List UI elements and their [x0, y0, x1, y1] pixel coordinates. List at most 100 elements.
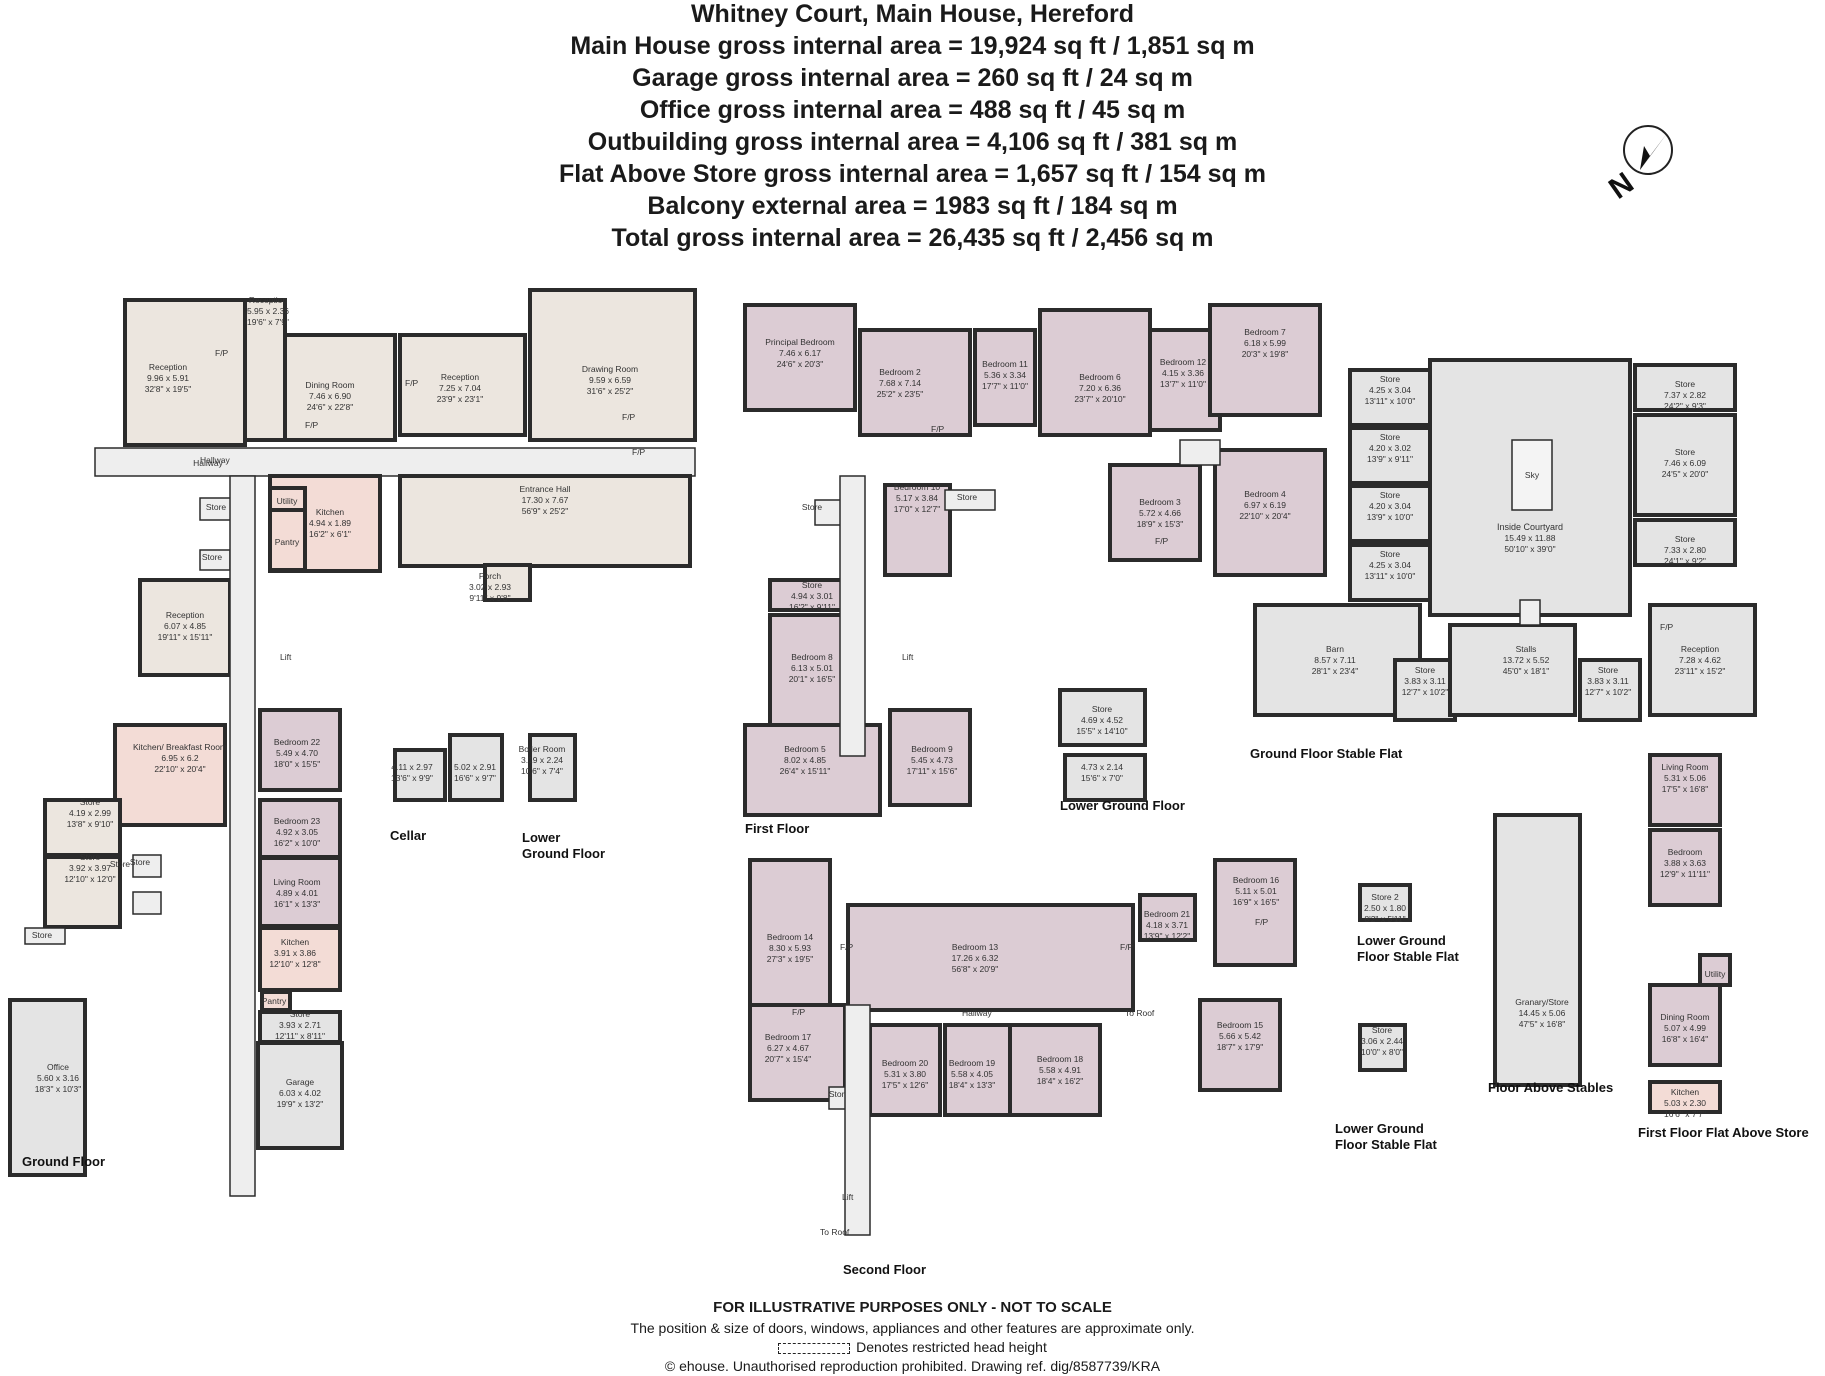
room-store-19: Store	[24, 927, 66, 945]
room-dimension-label: 9'11" x 9'8"	[469, 593, 510, 603]
room-utility-77: Utility	[1698, 953, 1732, 987]
lift-label: Lift	[842, 1192, 854, 1202]
room-dimension-label: 5.60 x 3.16	[37, 1073, 79, 1083]
room-dimension-label: 16'2" x 6'1"	[309, 529, 351, 539]
room-dimension-label: 7.46 x 6.09	[1664, 458, 1706, 468]
room-name-label: Store	[80, 852, 101, 862]
room-name-label: Office	[47, 1062, 69, 1072]
room-name-label: Bedroom 15	[1217, 1020, 1264, 1030]
room-area	[944, 489, 996, 511]
floor-label: Second Floor	[843, 1262, 926, 1277]
room-dimension-label: 5.02 x 2.91	[454, 762, 496, 772]
room-area	[748, 1003, 847, 1102]
room-dimension-label: 18'7" x 17'9"	[1217, 1042, 1264, 1052]
room-dimension-label: 24'5" x 20'0"	[1662, 469, 1709, 479]
room-area	[132, 891, 162, 915]
room-dimension-label: 17'5" x 12'6"	[882, 1080, 929, 1090]
room-area	[1348, 426, 1432, 485]
room-dimension-label: 5.58 x 4.05	[951, 1069, 993, 1079]
room-dimension-label: 3.92 x 3.97	[69, 863, 111, 873]
room-dimension-label: 8'2" x 5'11"	[1364, 914, 1405, 924]
room-dimension-label: 18'3" x 10'3"	[35, 1084, 82, 1094]
area-line-garage: Garage gross internal area = 260 sq ft /…	[632, 64, 1193, 92]
room-dimension-label: 56'8" x 20'9"	[952, 964, 999, 974]
area-line-flat-above-store: Flat Above Store gross internal area = 1…	[559, 160, 1266, 188]
room-dimension-label: 16'6" x 9'7"	[454, 773, 496, 783]
room-area	[1648, 1080, 1722, 1114]
room-area	[973, 328, 1037, 427]
room-name-label: Store	[1415, 665, 1436, 675]
room-area	[1348, 543, 1432, 602]
room-dimension-label: 6.07 x 4.85	[164, 621, 206, 631]
room-dimension-label: 5.31 x 5.06	[1664, 773, 1706, 783]
room-area	[868, 1023, 942, 1117]
room-dimension-label: 4.25 x 3.04	[1369, 385, 1411, 395]
area-line-outbuilding: Outbuilding gross internal area = 4,106 …	[587, 128, 1238, 156]
room-area	[113, 723, 227, 827]
room-dimension-label: 32'8" x 19'5"	[145, 384, 192, 394]
room-dimension-label: 4.25 x 3.04	[1369, 560, 1411, 570]
room-dimension-label: 24'1" x 9'2"	[1664, 556, 1706, 566]
lift-label: Lift	[902, 652, 914, 662]
room-dimension-label: 5.17 x 3.84	[896, 493, 938, 503]
room-area	[1648, 828, 1722, 907]
room-area	[43, 855, 122, 929]
room-name-label: Bedroom 4	[1244, 489, 1286, 499]
floor-label: Ground Floor Stable Flat	[1250, 746, 1403, 761]
room-area	[858, 328, 972, 437]
room-dimension-label: 3.02 x 2.93	[469, 582, 511, 592]
room-pantry-8: Pantry	[268, 508, 307, 572]
room-name-label: Dining Room	[1660, 1012, 1709, 1022]
room-name-label: Bedroom 14	[767, 932, 814, 942]
room-name-label: Store	[110, 859, 131, 869]
room-dimension-label: 5.58 x 4.91	[1039, 1065, 1081, 1075]
room-dimension-label: 13'11" x 10'0"	[1365, 571, 1416, 581]
room-name-label: Store	[1675, 534, 1696, 544]
room-area	[1493, 813, 1582, 1087]
room-dimension-label: 13'8" x 9'10"	[67, 819, 114, 829]
room-name-label: Store	[1380, 374, 1401, 384]
room-name-label: Bedroom 22	[274, 737, 321, 747]
room-name-label: Bedroom	[1668, 847, 1703, 857]
room-area	[268, 486, 307, 512]
room-name-label: Dining Room	[305, 380, 354, 390]
room-area	[1648, 753, 1722, 827]
room-dimension-label: 5.95 x 2.36	[247, 306, 289, 316]
area-line-balcony: Balcony external area = 1983 sq ft / 184…	[647, 192, 1178, 220]
room-area	[528, 288, 697, 442]
room-dimension-label: 22'10" x 20'4"	[1239, 511, 1290, 521]
room-name-label: Bedroom 7	[1244, 327, 1286, 337]
room-dimension-label: 8.02 x 4.85	[784, 755, 826, 765]
room-dimension-label: 20'3" x 19'8"	[1242, 349, 1289, 359]
room-dimension-label: 50'10" x 39'0"	[1504, 544, 1555, 554]
room-name-label: Granary/Store	[1515, 997, 1569, 1007]
room-name-label: Bedroom 23	[274, 816, 321, 826]
fireplace-label: F/P	[1660, 622, 1674, 632]
to-roof-label: To Roof	[1125, 1008, 1155, 1018]
room-dimension-label: 12'9" x 11'11"	[1660, 869, 1710, 879]
room-dimension-label: 5.72 x 4.66	[1139, 508, 1181, 518]
plan-title: Whitney Court, Main House, Hereford	[690, 0, 1135, 28]
room-dimension-label: 5.49 x 4.70	[276, 748, 318, 758]
